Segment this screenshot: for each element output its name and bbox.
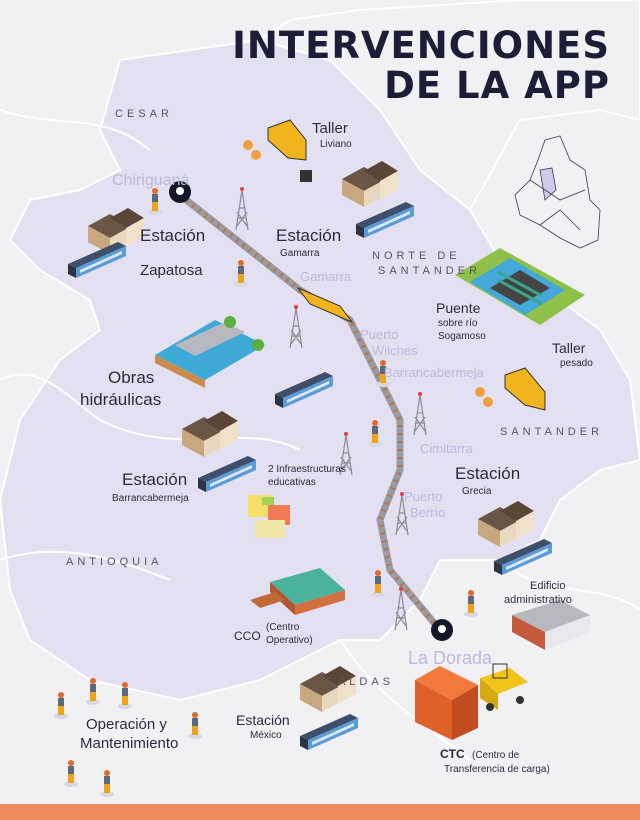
estacion-gamarra-subtitle: Gamarra: [280, 248, 320, 259]
taller-pesado-subtitle: pesado: [560, 358, 593, 369]
train-icon: [300, 714, 358, 750]
page-title: INTERVENCIONES DE LA APP: [232, 26, 610, 106]
taller-liviano-title: Taller: [312, 120, 348, 137]
taller-liviano-subtitle: Liviano: [320, 139, 352, 150]
cco-sub1: (Centro: [266, 622, 300, 633]
educational-buildings-icon[interactable]: [248, 495, 290, 538]
estacion-barrancabermeja-subtitle: Barrancabermeja: [112, 493, 189, 504]
estacion-barrancabermeja-title: Estación: [122, 470, 188, 489]
container-icon[interactable]: [415, 666, 478, 740]
estacion-zapatosa-title: Estación: [140, 226, 206, 245]
estacion-zapatosa-subtitle: Zapatosa: [140, 262, 203, 279]
town-label-puerto-berrio: Puerto: [404, 489, 443, 504]
edificio-admin-line2: administrativo: [504, 594, 572, 606]
worker-icon: [64, 760, 78, 787]
title-line-1: INTERVENCIONES: [232, 24, 610, 67]
worker-icon: [188, 712, 202, 739]
department-label-santander: SANTANDER: [500, 426, 604, 438]
taller-pesado-icon[interactable]: [475, 367, 546, 411]
locomotive-icon: [296, 286, 354, 324]
department-label-antioquia: ANTIOQUIA: [66, 556, 163, 568]
puente-subtitle-1: sobre río: [438, 318, 478, 329]
town-label-la-dorada: La Dorada: [408, 648, 493, 668]
town-label-cimitarra: Cimitarra: [420, 441, 473, 456]
obras-hidraulicas-line2: hidráulicas: [80, 390, 162, 409]
puente-subtitle-2: Sogamoso: [438, 331, 486, 342]
cco-title: CCO: [234, 629, 261, 643]
title-line-2: DE LA APP: [384, 64, 610, 107]
obras-hidraulicas-line1: Obras: [108, 368, 155, 387]
town-label-puerto-berrio-2: Berrío: [410, 505, 446, 520]
la-dorada-pin-icon[interactable]: [431, 619, 453, 641]
station-building-mexico[interactable]: [300, 666, 356, 712]
town-label-puerto-wilches-2: Wilches: [372, 343, 418, 358]
hydraulic-works-icon[interactable]: [155, 316, 265, 388]
operacion-line2: Mantenimiento: [80, 735, 179, 752]
estacion-grecia-subtitle: Grecia: [462, 486, 492, 497]
cco-building-icon[interactable]: [250, 568, 345, 615]
infra-educativas-line1: 2 Infraestructuras: [268, 464, 346, 475]
estacion-mexico-title: Estación: [236, 712, 290, 728]
ctc-sub1: (Centro de: [472, 750, 520, 761]
department-label-cesar: CESAR: [115, 108, 173, 120]
department-label-norte-santander-2: SANTANDER: [378, 265, 482, 277]
cco-sub2: Operativo): [266, 635, 313, 646]
town-label-chiriguana: Chiriguaná: [112, 172, 190, 189]
ctc-sub2: Transferencia de carga): [444, 764, 550, 775]
ctc-title: CTC: [440, 747, 465, 761]
taller-pesado-title: Taller: [552, 340, 586, 356]
forklift-icon[interactable]: [480, 663, 528, 711]
infra-educativas-line2: educativas: [268, 477, 316, 488]
bridge-icon[interactable]: [455, 248, 585, 325]
taller-liviano-icon[interactable]: [243, 119, 312, 182]
estacion-mexico-subtitle: México: [250, 730, 282, 741]
worker-icon: [100, 770, 114, 797]
operacion-line1: Operación y: [86, 716, 167, 733]
department-label-norte-santander: NORTE DE: [372, 250, 461, 262]
colombia-inset-map: [514, 135, 601, 249]
puente-title: Puente: [436, 300, 481, 316]
town-label-puerto-wilches: Puerto: [360, 327, 399, 342]
town-label-gamarra: Gamarra: [300, 269, 352, 284]
footer-bar: [0, 804, 640, 820]
worker-icon: [54, 692, 68, 719]
estacion-gamarra-title: Estación: [276, 226, 342, 245]
town-label-barrancabermeja: Barrancabermeja: [384, 365, 484, 380]
department-label-caldas: CALDAS: [326, 676, 395, 688]
estacion-grecia-title: Estación: [455, 464, 521, 483]
edificio-admin-line1: Edificio: [530, 580, 566, 592]
admin-building-icon[interactable]: [512, 600, 590, 650]
worker-icon: [464, 590, 478, 617]
